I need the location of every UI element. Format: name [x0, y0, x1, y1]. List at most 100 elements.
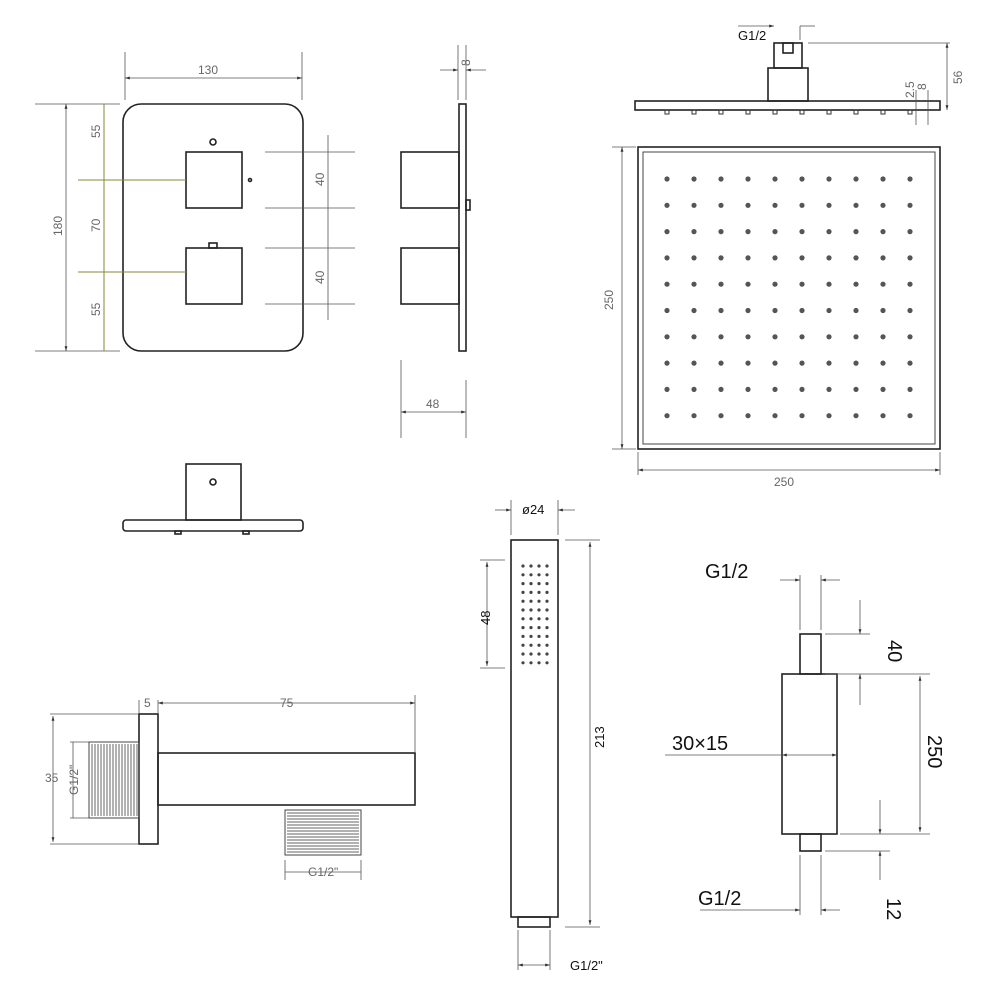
nozzle-dot [880, 255, 886, 261]
nozzle-dot [745, 281, 751, 287]
nozzle-dot [880, 176, 886, 182]
nozzle-dot [691, 202, 697, 208]
dim-handle1: 40 [313, 172, 327, 186]
handset-nozzle-dot [537, 564, 541, 568]
nozzle-dot [853, 229, 859, 235]
nozzle-tip [718, 109, 724, 115]
handset-nozzle-dot [545, 617, 549, 621]
nozzle-dot [718, 202, 724, 208]
nozzle-dot [853, 176, 859, 182]
nozzle-dot [745, 176, 751, 182]
dim-arm-bottom: 12 [882, 898, 904, 920]
dim-width: 130 [198, 63, 218, 77]
nozzle-tip [826, 109, 832, 115]
handset-nozzle-dot [537, 643, 541, 647]
nozzle-dot [799, 176, 805, 182]
nozzle-dot [799, 281, 805, 287]
nozzle-dot [853, 307, 859, 314]
head-inlet-label: G1/2 [738, 28, 766, 43]
dim-height: 180 [51, 216, 65, 236]
nozzle-dot [664, 281, 670, 287]
valve-side-view: 8 48 [400, 45, 486, 438]
nozzle-dot [826, 229, 832, 235]
handset-nozzle-dot [529, 643, 533, 647]
handset-nozzle-dot [545, 626, 549, 630]
dim-plate: 2.5 [903, 81, 917, 98]
handset-nozzle-dot [545, 608, 549, 612]
handset-nozzle-dot [521, 626, 525, 630]
handset-nozzle-dot [545, 582, 549, 586]
nozzle-dot [745, 307, 751, 314]
nozzle-dot [745, 334, 751, 340]
nozzle-dot [826, 386, 832, 392]
handset-nozzle-dot [537, 617, 541, 621]
handset-nozzle-dot [545, 590, 549, 595]
nozzle-dot [799, 255, 805, 261]
dim-nozzle: 8 [915, 83, 929, 90]
nozzle-dot [772, 307, 778, 314]
nozzle-dot [826, 413, 832, 419]
nozzle-dot [907, 386, 913, 392]
nozzle-dot [880, 281, 886, 287]
handset-nozzle-dot [521, 634, 525, 639]
nozzle-dot [826, 255, 832, 261]
dim-arm-section: 30×15 [672, 733, 728, 755]
handset-nozzle-dot [537, 582, 541, 586]
nozzle-dot [853, 360, 859, 366]
handset-nozzle-dot [545, 573, 549, 577]
outlet-thread-bottom: G1/2" [308, 865, 338, 879]
nozzle-dot [799, 360, 805, 366]
nozzle-dot [745, 255, 751, 261]
nozzle-dot [907, 202, 913, 208]
handset-nozzle-dot [529, 564, 533, 568]
dim-head-side: 250 [602, 290, 616, 310]
handset-nozzle-dot [529, 661, 533, 665]
nozzle-dot [880, 307, 886, 314]
nozzle-dot [664, 386, 670, 392]
handset-nozzle-dot [529, 652, 533, 656]
nozzle-dot [826, 281, 832, 287]
nozzle-dot [718, 334, 724, 340]
nozzle-dot [664, 360, 670, 366]
nozzle-dot [664, 307, 670, 314]
arm-bottom-thread: G1/2 [698, 888, 741, 910]
handset-nozzle-dot [529, 626, 533, 630]
nozzle-dot [826, 334, 832, 340]
handset-nozzle-dot [537, 590, 541, 595]
dim-outlet-height: 35 [45, 771, 59, 785]
nozzle-dot [691, 334, 697, 340]
handset-nozzle-dot [521, 608, 525, 612]
nozzle-dot [907, 413, 913, 419]
nozzle-tip [772, 109, 778, 115]
nozzle-dot [907, 307, 913, 314]
nozzle-dot [853, 255, 859, 261]
handset-nozzle-dot [529, 617, 533, 621]
dim-depth-total: 48 [426, 397, 440, 411]
handset-nozzle-dot [545, 599, 549, 603]
handset-nozzle-dot [521, 652, 525, 656]
dim-head-width: 250 [774, 475, 794, 489]
handset-nozzle-dot [545, 634, 549, 639]
nozzle-dot [772, 360, 778, 366]
nozzle-dot [772, 334, 778, 340]
nozzle-dot [799, 202, 805, 208]
handset-nozzle-dot [521, 564, 525, 568]
dim-arm-length: 250 [923, 735, 945, 768]
arm-top-thread: G1/2 [705, 561, 748, 583]
nozzle-dot [691, 307, 697, 314]
dim-spray-length: 48 [478, 611, 493, 625]
nozzle-dot [718, 413, 724, 419]
nozzle-dot [853, 386, 859, 392]
handset-nozzle-dot [521, 573, 525, 577]
handset-nozzle-dot [537, 634, 541, 639]
handset-nozzle-dot [529, 599, 533, 603]
nozzle-dot [718, 281, 724, 287]
nozzle-dot [745, 413, 751, 419]
shower-arm: G1/2 40 30×15 250 G1/2 12 [665, 561, 945, 920]
nozzle-dot [907, 360, 913, 366]
nozzle-dot [691, 413, 697, 419]
nozzle-dot [799, 386, 805, 392]
nozzle-dot [826, 202, 832, 208]
nozzle-dot [664, 334, 670, 340]
nozzle-dot [718, 386, 724, 392]
